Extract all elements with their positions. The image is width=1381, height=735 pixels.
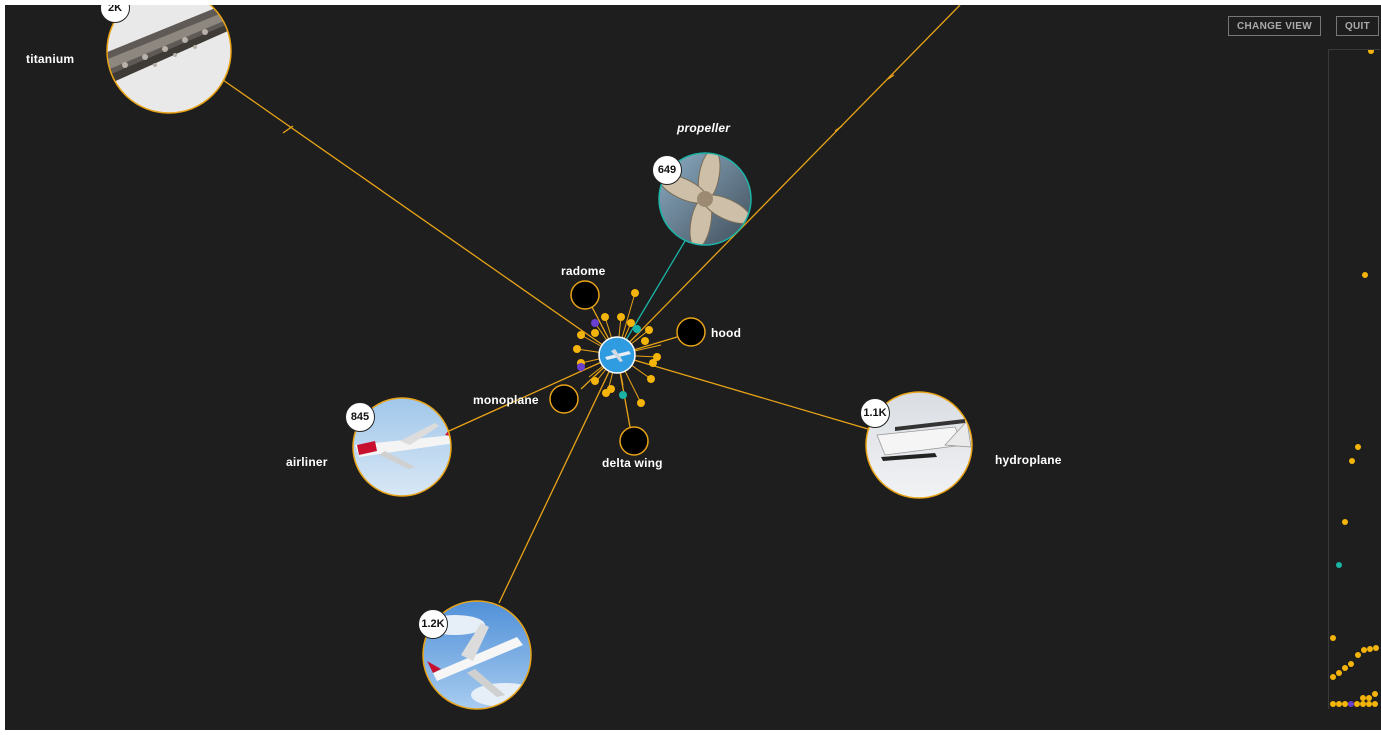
edge-hydroplane xyxy=(616,354,869,430)
edge-jet xyxy=(498,354,618,604)
hydroplane-count-badge: 1.1K xyxy=(860,398,890,428)
monoplane-label[interactable]: monoplane xyxy=(473,393,539,407)
spoke-dots xyxy=(573,289,661,407)
quit-button[interactable]: QUIT xyxy=(1336,16,1379,36)
airliner-label[interactable]: airliner xyxy=(286,455,328,469)
titanium-label[interactable]: titanium xyxy=(26,52,75,66)
propeller-count-badge: 649 xyxy=(652,155,682,185)
graph-canvas[interactable]: 2K 649 845 1.1K 1.2K titanium propeller … xyxy=(5,5,1381,730)
hood-label[interactable]: hood xyxy=(711,326,742,340)
association-graph xyxy=(106,5,973,710)
hydroplane-label[interactable]: hydroplane xyxy=(995,453,1062,467)
monoplane-node xyxy=(549,384,579,414)
center-node xyxy=(598,336,636,374)
airliner-image xyxy=(353,398,451,496)
change-view-button[interactable]: CHANGE VIEW xyxy=(1228,16,1321,36)
small-category-nodes xyxy=(549,280,706,456)
hood-node xyxy=(676,317,706,347)
titanium-image xyxy=(107,5,231,113)
edge-top-right xyxy=(616,5,961,356)
timeline-panel[interactable] xyxy=(1328,48,1380,709)
delta-wing-label[interactable]: delta wing xyxy=(602,456,663,470)
airliner-count-badge: 845 xyxy=(345,402,375,432)
radome-node xyxy=(570,280,600,310)
propeller-label[interactable]: propeller xyxy=(677,121,731,135)
radome-label[interactable]: radome xyxy=(561,264,606,278)
jet-count-badge: 1.2K xyxy=(418,609,448,639)
edge-titanium xyxy=(222,79,618,356)
edges xyxy=(222,5,961,604)
edge-propeller xyxy=(616,240,686,356)
timeline-dots xyxy=(1330,48,1379,707)
edge-airliner xyxy=(448,354,618,432)
delta-wing-node xyxy=(619,426,649,456)
